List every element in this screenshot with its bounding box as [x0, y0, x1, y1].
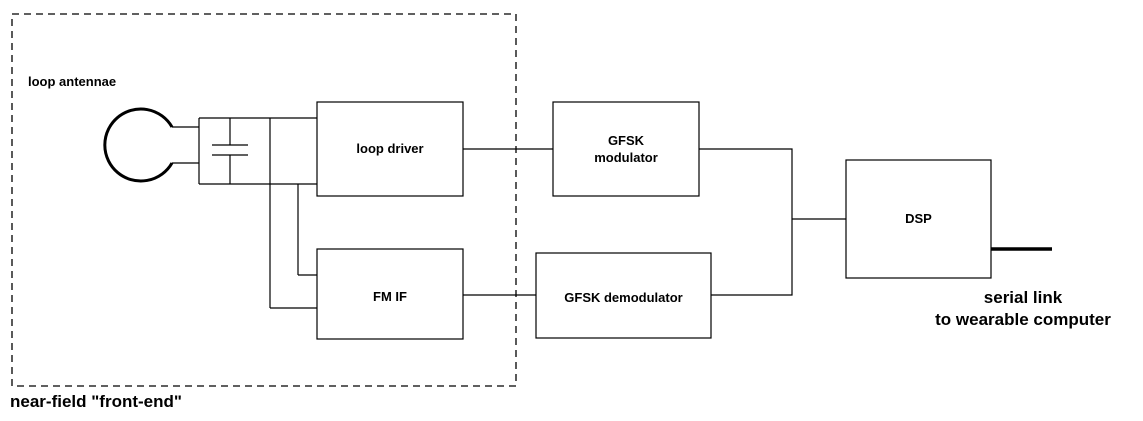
- fm-if-block: [316, 248, 464, 340]
- dsp-block: [845, 159, 992, 279]
- gfsk-modulator-label-line1: GFSK: [607, 133, 645, 148]
- fm-if-label: FM IF: [373, 289, 407, 304]
- signal-wiring: [463, 148, 846, 296]
- capacitor-icon: [199, 117, 317, 185]
- serial-link-label-line1: serial link: [983, 288, 1063, 307]
- gfsk-demodulator-label: GFSK demodulator: [564, 290, 683, 305]
- loop-driver-block: [316, 101, 464, 197]
- loop-antenna-icon: [103, 107, 200, 184]
- front-end-boundary: [11, 13, 517, 387]
- dsp-label: DSP: [905, 211, 932, 226]
- front-end-label: near-field "front-end": [10, 392, 182, 411]
- gfsk-modulator-block: [552, 101, 700, 197]
- antenna-label: loop antennae: [28, 74, 117, 89]
- gfsk-modulator-label-line2: modulator: [594, 150, 658, 165]
- gfsk-demodulator-block: [535, 252, 712, 339]
- loop-driver-label: loop driver: [356, 141, 424, 156]
- front-end-wiring: [269, 118, 317, 309]
- serial-link-label-line2: to wearable computer: [935, 310, 1111, 329]
